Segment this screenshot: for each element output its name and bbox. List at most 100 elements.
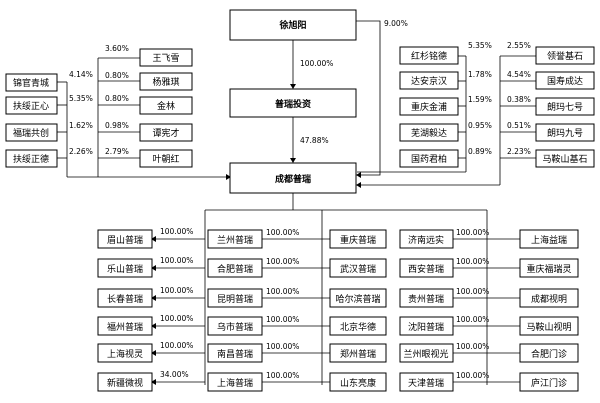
svg-text:南昌普瑞: 南昌普瑞 (217, 348, 253, 360)
svg-text:重庆普瑞: 重庆普瑞 (340, 234, 376, 246)
svg-text:100.00%: 100.00% (456, 257, 489, 266)
svg-text:100.00%: 100.00% (160, 256, 193, 265)
svg-text:山东亮康: 山东亮康 (340, 377, 376, 389)
svg-text:北京华德: 北京华德 (340, 321, 376, 333)
svg-text:5.35%: 5.35% (69, 94, 93, 103)
svg-text:5.35%: 5.35% (468, 41, 492, 50)
svg-text:上海普瑞: 上海普瑞 (217, 377, 253, 389)
svg-text:昆明普瑞: 昆明普瑞 (217, 293, 253, 305)
svg-text:0.51%: 0.51% (507, 121, 531, 130)
svg-text:100.00%: 100.00% (456, 371, 489, 380)
svg-text:武汉普瑞: 武汉普瑞 (340, 263, 376, 275)
svg-text:新疆微视: 新疆微视 (107, 377, 143, 389)
svg-text:重庆福瑞灵: 重庆福瑞灵 (526, 263, 571, 275)
svg-text:庐江门诊: 庐江门诊 (531, 377, 567, 389)
right-entities-right: 领誉基石 2.55% 国寿成达 4.54% 朗玛七号 0.38% 朗玛九号 0.… (507, 41, 595, 168)
svg-text:100.00%: 100.00% (456, 228, 489, 237)
svg-text:3.60%: 3.60% (105, 44, 129, 53)
subsidiaries-right-right: 上海益瑞 重庆福瑞灵 成都视明 马鞍山视明 合肥门诊 庐江门诊 (519, 229, 579, 392)
svg-text:锦官青城: 锦官青城 (13, 77, 49, 89)
svg-text:叶朝红: 叶朝红 (152, 153, 179, 165)
svg-text:郑州普瑞: 郑州普瑞 (340, 348, 376, 360)
svg-text:西安普瑞: 西安普瑞 (408, 263, 444, 275)
svg-text:2.23%: 2.23% (507, 147, 531, 156)
svg-text:合肥普瑞: 合肥普瑞 (217, 263, 253, 275)
svg-text:马鞍山视明: 马鞍山视明 (526, 321, 571, 333)
svg-text:扶绥正心: 扶绥正心 (13, 100, 49, 112)
svg-text:金林: 金林 (157, 100, 175, 112)
svg-text:100.00%: 100.00% (456, 342, 489, 351)
svg-text:马鞍山基石: 马鞍山基石 (542, 153, 587, 165)
svg-text:成都视明: 成都视明 (531, 293, 567, 305)
svg-text:贵州普瑞: 贵州普瑞 (408, 293, 444, 305)
svg-text:2.26%: 2.26% (69, 147, 93, 156)
svg-text:领誉基石: 领誉基石 (547, 50, 583, 62)
node-puhui: 普瑞投资 (229, 88, 357, 118)
svg-text:0.95%: 0.95% (468, 121, 492, 130)
svg-text:0.38%: 0.38% (507, 95, 531, 104)
svg-text:兰州普瑞: 兰州普瑞 (217, 234, 253, 246)
svg-text:100.00%: 100.00% (160, 341, 193, 350)
svg-text:4.14%: 4.14% (69, 70, 93, 79)
subsidiaries-middle-left: 兰州普瑞 合肥普瑞 昆明普瑞 乌市普瑞 南昌普瑞 上海普瑞 (207, 229, 263, 392)
svg-text:乌市普瑞: 乌市普瑞 (217, 321, 253, 333)
svg-text:2.55%: 2.55% (507, 41, 531, 50)
svg-text:福瑞共创: 福瑞共创 (13, 127, 49, 139)
svg-text:1.78%: 1.78% (468, 70, 492, 79)
left-entities: 锦官青城 4.14% 扶绥正心 5.35% 福瑞共创 1.62% 扶绥正德 2.… (5, 70, 93, 168)
svg-text:合肥门诊: 合肥门诊 (531, 348, 567, 360)
svg-text:上海益瑞: 上海益瑞 (531, 234, 567, 246)
svg-text:4.54%: 4.54% (507, 70, 531, 79)
svg-text:100.00%: 100.00% (160, 314, 193, 323)
svg-text:红杉铭德: 红杉铭德 (411, 50, 447, 62)
subsidiaries-left: 眉山普瑞 100.00% 乐山普瑞 100.00% 长春普瑞 100.00% 福… (97, 227, 193, 392)
svg-text:兰州眼视光: 兰州眼视光 (403, 348, 448, 360)
pct-puhui-chengdu: 47.88% (300, 136, 329, 145)
subsidiaries-right-left: 济南远实 西安普瑞 贵州普瑞 沈阳普瑞 兰州眼视光 天津普瑞 (399, 229, 454, 392)
svg-text:扶绥正德: 扶绥正德 (13, 153, 49, 165)
svg-text:芜湖毅达: 芜湖毅达 (411, 127, 447, 139)
svg-text:国寿成达: 国寿成达 (547, 75, 583, 87)
svg-text:100.00%: 100.00% (266, 315, 299, 324)
svg-text:朗玛九号: 朗玛九号 (547, 127, 583, 139)
svg-text:朗玛七号: 朗玛七号 (547, 101, 583, 113)
svg-text:100.00%: 100.00% (160, 286, 193, 295)
svg-text:34.00%: 34.00% (160, 370, 189, 379)
svg-text:0.89%: 0.89% (468, 147, 492, 156)
svg-text:重庆金浦: 重庆金浦 (411, 101, 447, 113)
pct-xu-puhui: 100.00% (300, 59, 333, 68)
node-label: 成都普瑞 (275, 173, 311, 185)
svg-text:谭宪才: 谭宪才 (152, 127, 179, 139)
svg-text:国药君柏: 国药君柏 (411, 153, 447, 165)
svg-text:0.98%: 0.98% (105, 121, 129, 130)
svg-text:长春普瑞: 长春普瑞 (107, 293, 143, 305)
svg-text:100.00%: 100.00% (266, 371, 299, 380)
node-chengdu: 成都普瑞 (229, 162, 357, 194)
right-entities-left: 红杉铭德 5.35% 达安京汉 1.78% 重庆金浦 1.59% 芜湖毅达 0.… (399, 41, 492, 168)
svg-text:100.00%: 100.00% (266, 287, 299, 296)
svg-text:0.80%: 0.80% (105, 94, 129, 103)
subsidiaries-middle-right: 重庆普瑞 武汉普瑞 哈尔滨普瑞 北京华德 郑州普瑞 山东亮康 (329, 229, 387, 392)
svg-text:上海视灵: 上海视灵 (107, 348, 143, 360)
node-label: 普瑞投资 (275, 98, 311, 110)
svg-text:眉山普瑞: 眉山普瑞 (107, 234, 143, 246)
svg-text:福州普瑞: 福州普瑞 (107, 321, 143, 333)
svg-text:2.79%: 2.79% (105, 147, 129, 156)
svg-text:100.00%: 100.00% (160, 227, 193, 236)
svg-text:乐山普瑞: 乐山普瑞 (107, 263, 143, 275)
connector-lines (57, 20, 536, 385)
subsidiaries-middle-pcts: 100.00% 100.00% 100.00% 100.00% 100.00% … (266, 228, 299, 380)
pct-xu-chengdu: 9.00% (384, 19, 408, 28)
svg-text:1.59%: 1.59% (468, 95, 492, 104)
svg-text:沈阳普瑞: 沈阳普瑞 (408, 321, 444, 333)
svg-text:济南远实: 济南远实 (408, 234, 444, 246)
svg-text:100.00%: 100.00% (266, 228, 299, 237)
svg-text:100.00%: 100.00% (266, 257, 299, 266)
svg-text:0.80%: 0.80% (105, 71, 129, 80)
node-label: 徐旭阳 (278, 19, 306, 31)
node-xu: 徐旭阳 (229, 9, 357, 41)
svg-text:哈尔滨普瑞: 哈尔滨普瑞 (335, 293, 380, 305)
svg-text:杨雅琪: 杨雅琪 (152, 76, 179, 88)
svg-text:天津普瑞: 天津普瑞 (408, 377, 444, 389)
